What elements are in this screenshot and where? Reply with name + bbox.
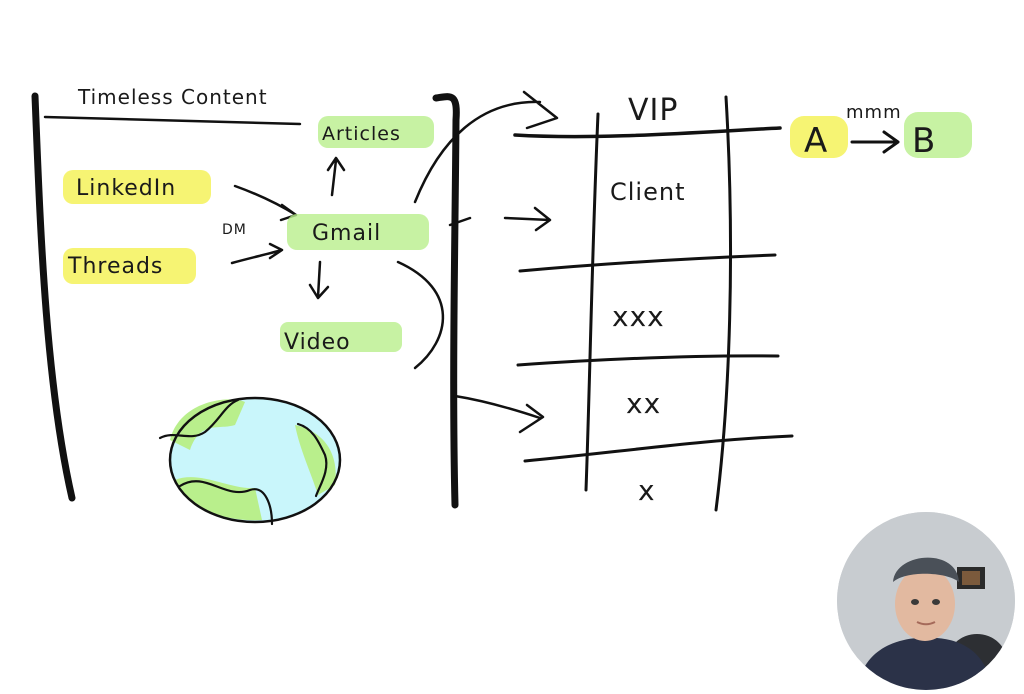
threads-highlight	[63, 248, 196, 284]
left-panel: Timeless Content LinkedIn Threads DM Gma…	[31, 85, 434, 526]
presenter-avatar-icon	[837, 512, 1015, 690]
center-divider	[432, 93, 460, 509]
tier-xx: xx	[626, 387, 661, 420]
gmail-highlight	[287, 214, 429, 250]
flow-note: mmm	[846, 102, 902, 123]
video-highlight	[280, 322, 402, 352]
dm-label: DM	[222, 222, 247, 238]
output-video: Video	[284, 330, 351, 355]
threads-arrow	[230, 242, 284, 265]
hub-gmail: Gmail	[312, 221, 381, 246]
flow-from: A	[804, 121, 828, 161]
articles-highlight	[318, 116, 434, 148]
tier-vip: VIP	[628, 93, 678, 128]
source-linkedin: LinkedIn	[76, 176, 176, 201]
tier-table: VIP Client xxx xx x	[513, 93, 794, 512]
flow-to: B	[912, 121, 936, 161]
globe-icon	[158, 396, 342, 526]
connector-arrows	[396, 90, 559, 434]
linkedin-arrow	[233, 184, 298, 222]
presenter-webcam	[837, 512, 1015, 690]
output-articles: Articles	[322, 123, 401, 145]
heading-underline	[43, 115, 302, 126]
tier-x: x	[638, 474, 656, 507]
left-border-line	[31, 92, 76, 502]
linkedin-highlight	[63, 170, 211, 204]
source-threads: Threads	[67, 254, 163, 279]
flow-arrow	[850, 130, 900, 154]
a-to-b-flow: A B mmm	[790, 102, 972, 161]
timeless-content-heading: Timeless Content	[77, 85, 268, 109]
gmail-to-articles-arrow	[326, 156, 346, 197]
tier-xxx: xxx	[612, 300, 665, 333]
gmail-to-video-arrow	[308, 260, 330, 300]
tier-client: Client	[610, 178, 685, 206]
